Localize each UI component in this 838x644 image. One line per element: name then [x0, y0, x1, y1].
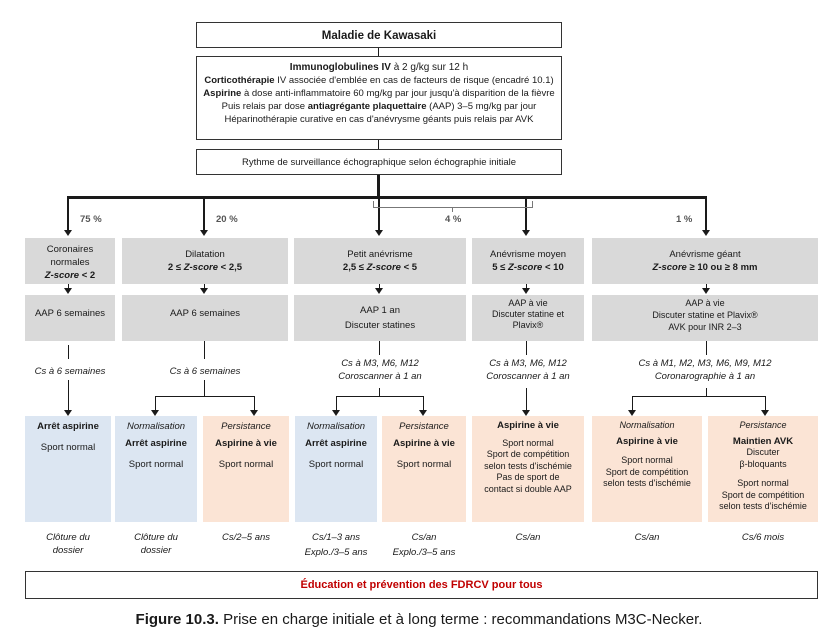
outcome-normalisation-dilatation: Normalisation Arrêt aspirine Sport norma… — [115, 416, 197, 522]
control-petit-anevrisme: Cs à M3, M6, M12 Coroscanner à 1 an — [338, 358, 422, 382]
surveillance-text: Rythme de surveillance échographique sel… — [241, 157, 517, 168]
outcome-arret-aspirine-1: Arrêt aspirine Sport normal — [25, 416, 111, 522]
control-anevrisme-moyen: Cs à M3, M6, M12 Coroscanner à 1 an — [486, 358, 570, 382]
followup-7: Cs/an — [634, 532, 660, 543]
category-anevrisme-geant: Anévrisme géant Z-score ≥ 10 ou ≥ 8 mm — [592, 238, 818, 284]
education-text: Éducation et prévention des FDRCV pour t… — [300, 579, 543, 591]
control-cs-6-semaines-2: Cs à 6 semaines — [169, 366, 241, 377]
treatment-line-2: Corticothérapie IV associée d'emblée en … — [204, 75, 554, 86]
outcome-persistance-petit: Persistance Aspirine à vie Sport normal — [382, 416, 466, 522]
percentage-20: 20 % — [216, 214, 238, 225]
education-box: Éducation et prévention des FDRCV pour t… — [25, 571, 818, 599]
followup-6: Cs/an — [515, 532, 541, 543]
category-petit-anevrisme: Petit anévrisme 2,5 ≤ Z-score < 5 — [294, 238, 466, 284]
outcome-normalisation-petit: Normalisation Arrêt aspirine Sport norma… — [295, 416, 377, 522]
category-coronaires-normales: Coronaires normales Z-score < 2 — [25, 238, 115, 284]
treatment-aap-a-vie-moyen: AAP à vie Discuter statine et Plavix® — [472, 295, 584, 341]
treatment-line-5: Héparinothérapie curative en cas d'anévr… — [224, 114, 534, 125]
treatment-aap-6-semaines-1: AAP 6 semaines — [25, 295, 115, 341]
category-anevrisme-moyen: Anévrisme moyen 5 ≤ Z-score < 10 — [472, 238, 584, 284]
treatment-aap-1-an: AAP 1 an Discuter statines — [294, 295, 466, 341]
figure-caption: Figure 10.3. Prise en charge initiale et… — [135, 611, 703, 628]
outcome-normalisation-geant: Normalisation Aspirine à vie Sport norma… — [592, 416, 702, 522]
outcome-persistance-dilatation: Persistance Aspirine à vie Sport normal — [203, 416, 289, 522]
outcome-persistance-geant: Persistance Maintien AVK Discuter β-bloq… — [708, 416, 818, 522]
treatment-line-4: Puis relais par dose antiagrégante plaqu… — [221, 101, 537, 112]
control-cs-6-semaines-1: Cs à 6 semaines — [34, 366, 106, 377]
outcome-anevrisme-moyen: Aspirine à vie Sport normal Sport de com… — [472, 416, 584, 522]
category-dilatation: Dilatation 2 ≤ Z-score < 2,5 — [122, 238, 288, 284]
treatment-line-3: Aspirine à dose anti-inflammatoire 60 mg… — [203, 88, 555, 99]
treatment-aap-a-vie-geant: AAP à vie Discuter statine et Plavix® AV… — [592, 295, 818, 341]
followup-8: Cs/6 mois — [741, 532, 785, 543]
surveillance-box: Rythme de surveillance échographique sel… — [196, 149, 562, 175]
diagram-title: Maladie de Kawasaki — [321, 30, 437, 42]
initial-treatment-box: Immunoglobulines IV à 2 g/kg sur 12 h Co… — [196, 56, 562, 140]
followup-3: Cs/2–5 ans — [221, 532, 271, 543]
title-box: Maladie de Kawasaki — [196, 22, 562, 48]
treatment-aap-6-semaines-2: AAP 6 semaines — [122, 295, 288, 341]
treatment-line-1: Immunoglobulines IV à 2 g/kg sur 12 h — [289, 62, 469, 73]
percentage-4: 4 % — [445, 214, 462, 225]
percentage-1: 1 % — [676, 214, 693, 225]
control-anevrisme-geant: Cs à M1, M2, M3, M6, M9, M12 Coronarogra… — [638, 358, 772, 382]
percentage-75: 75 % — [80, 214, 102, 225]
